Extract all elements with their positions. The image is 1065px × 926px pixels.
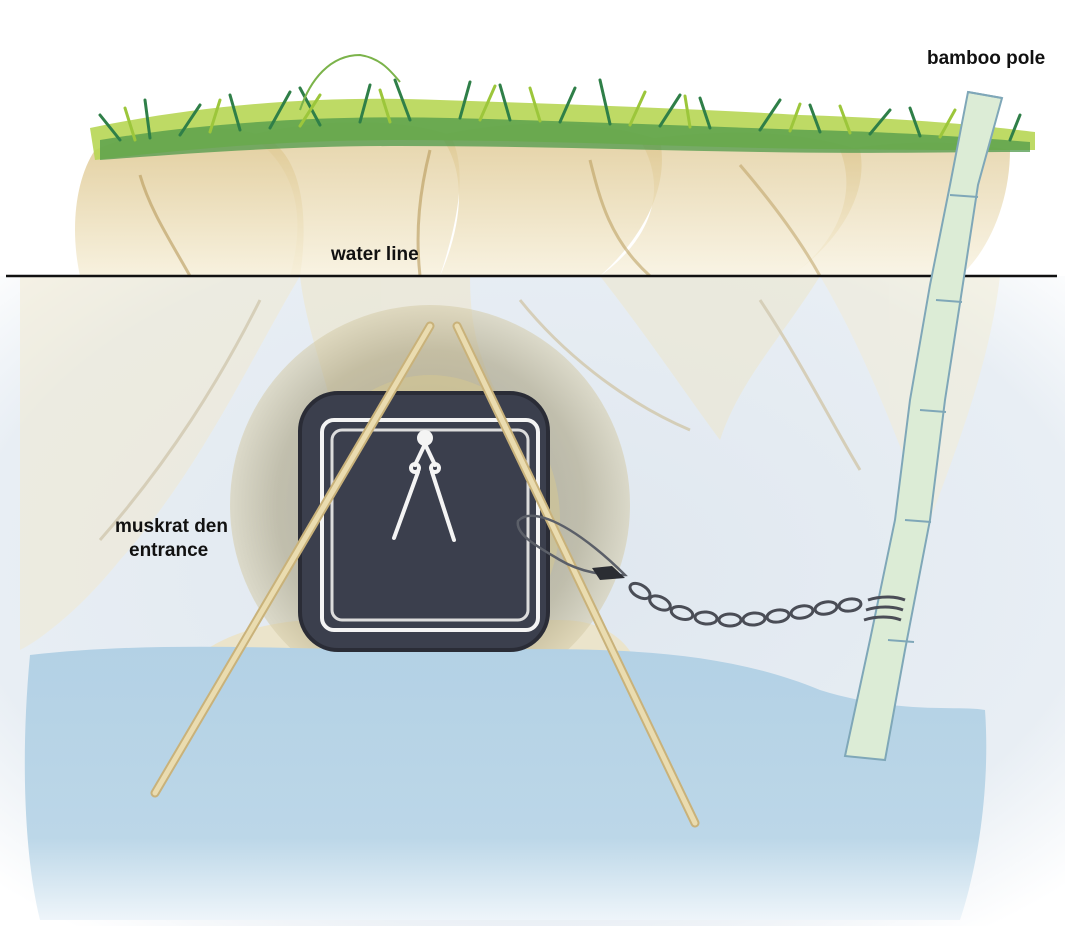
- den-entrance-label-line1: muskrat den: [115, 515, 228, 539]
- water-line-label: water line: [331, 243, 419, 267]
- bamboo-pole-label: bamboo pole: [927, 47, 1045, 71]
- grass: [90, 55, 1035, 160]
- den-entrance-label: muskrat den entrance: [115, 515, 228, 563]
- den-entrance-label-line2: entrance: [115, 539, 228, 563]
